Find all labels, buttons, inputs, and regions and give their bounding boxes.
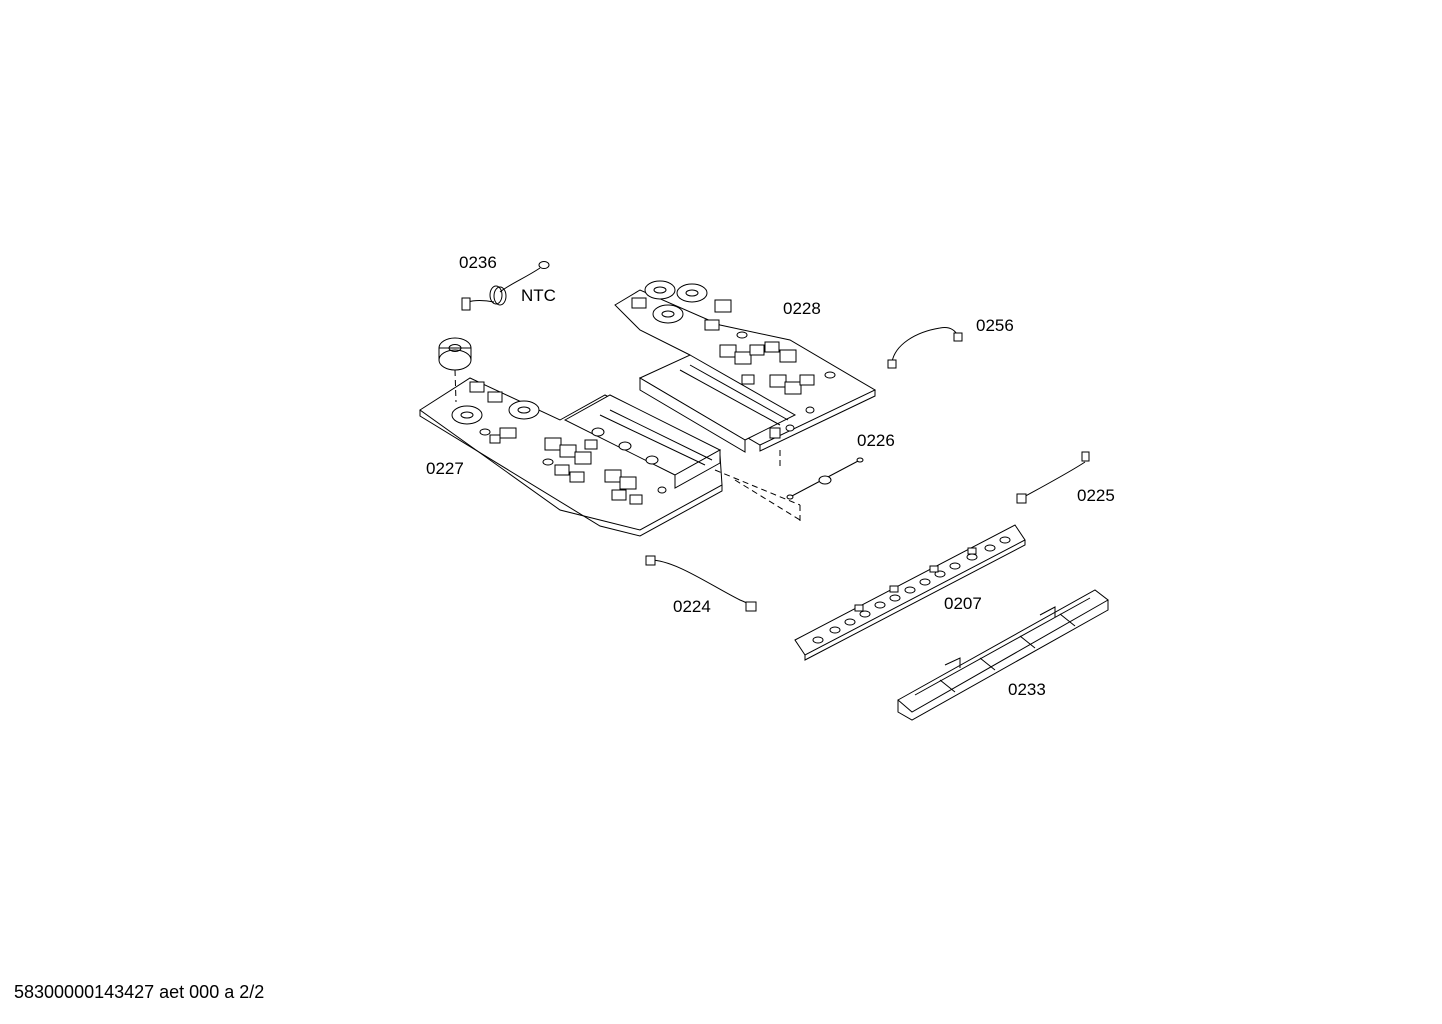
label-0207: 0207 xyxy=(944,594,982,613)
label-0225: 0225 xyxy=(1077,486,1115,505)
label-0226: 0226 xyxy=(857,431,895,450)
label-ntc: NTC xyxy=(521,286,556,305)
part-0233-holder-frame xyxy=(897,589,1109,721)
label-0256: 0256 xyxy=(976,316,1014,335)
part-0228-power-board-upper xyxy=(614,280,877,453)
label-0228: 0228 xyxy=(783,299,821,318)
part-0236-ntc-sensor xyxy=(461,261,550,311)
assembly-guide-lines xyxy=(714,450,801,522)
label-0236: 0236 xyxy=(459,253,497,272)
part-0256-cable xyxy=(887,327,963,369)
part-0207-control-board xyxy=(794,524,1026,661)
label-0224: 0224 xyxy=(673,597,711,616)
part-0226-cable xyxy=(786,457,864,500)
document-id: 58300000143427 aet 000 a 2/2 xyxy=(14,982,265,1002)
label-0233: 0233 xyxy=(1008,680,1046,699)
part-0225-cable xyxy=(1016,451,1090,504)
label-0227: 0227 xyxy=(426,459,464,478)
part-0224-cable xyxy=(645,555,757,612)
part-0227-power-board-left xyxy=(419,337,723,537)
